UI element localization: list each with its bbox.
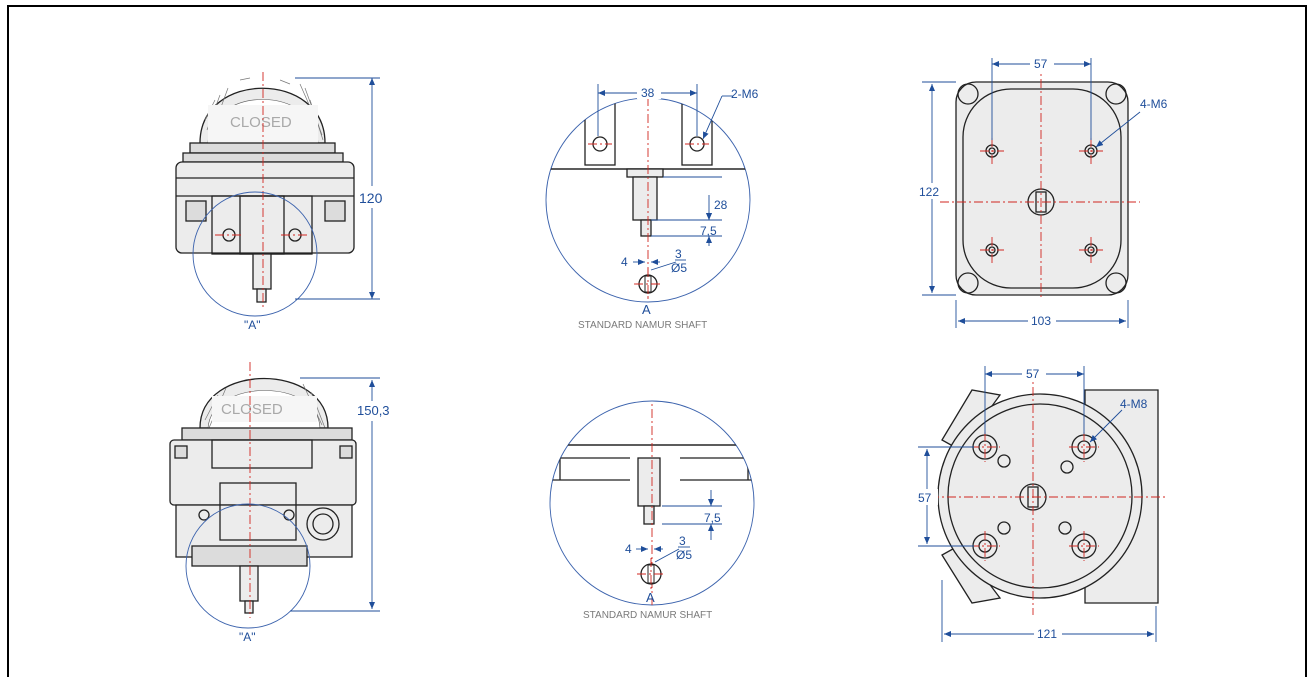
hole-spacing-dimension: 57 [1026, 367, 1040, 381]
holes-callout: 4-M8 [1120, 397, 1148, 411]
flat-width-dimension: 4 [625, 542, 632, 556]
dome-label: CLOSED [230, 114, 292, 131]
drawing-frame [7, 5, 1307, 677]
housing-bottom [169, 439, 357, 506]
dome-bottom: CLOSED [199, 378, 329, 429]
shaft-detail-bottom: 7,5 4 3 Ø5 A STANDARD NAMUR SHAFT [549, 400, 755, 621]
detail-circle-top [192, 191, 318, 317]
diameter-dimension: Ø5 [676, 548, 692, 562]
dome-label: CLOSED [221, 401, 283, 418]
hole-spacing-dimension: 57 [1034, 57, 1048, 71]
dome-top: CLOSED [199, 77, 326, 144]
height-dimension: 122 [919, 185, 939, 199]
shaft-tip-dimension: 7,5 [704, 511, 721, 525]
width-dimension: 38 [641, 86, 655, 100]
detail-label: "A" [239, 630, 256, 644]
bottom-view-bottom: 57 4-M8 57 121 [914, 366, 1166, 642]
detail-label: "A" [244, 318, 261, 332]
flat-dimension: 3 [675, 247, 682, 261]
detail-circle-bottom [185, 503, 311, 629]
shaft-length-dimension: 28 [714, 198, 728, 212]
holes-callout: 2-M6 [731, 87, 759, 101]
width-dimension: 103 [1031, 314, 1051, 328]
shaft-caption: STANDARD NAMUR SHAFT [583, 610, 712, 621]
front-view-bottom: CLOSED "A" 150,3 [169, 362, 390, 644]
shaft-detail-top: 38 2-M6 28 7,5 4 3 Ø5 A STANDARD NAMUR S… [545, 84, 759, 331]
holes-callout: 4-M6 [1140, 97, 1168, 111]
shaft-caption: STANDARD NAMUR SHAFT [578, 320, 707, 331]
height-dimension: 120 [359, 190, 383, 206]
height-dimension: 150,3 [357, 403, 390, 418]
section-label: A [646, 590, 655, 605]
flat-width-dimension: 4 [621, 255, 628, 269]
flat-dimension: 3 [679, 534, 686, 548]
housing-top [175, 161, 355, 254]
width-dimension: 121 [1037, 627, 1057, 641]
front-view-top: CLOSED "A" 120 [175, 72, 387, 332]
bottom-view-top: 57 4-M6 122 103 [918, 57, 1168, 328]
height-dimension: 57 [918, 491, 932, 505]
section-label: A [642, 302, 651, 317]
diameter-dimension: Ø5 [671, 261, 687, 275]
shaft-tip-dimension: 7,5 [700, 224, 717, 238]
